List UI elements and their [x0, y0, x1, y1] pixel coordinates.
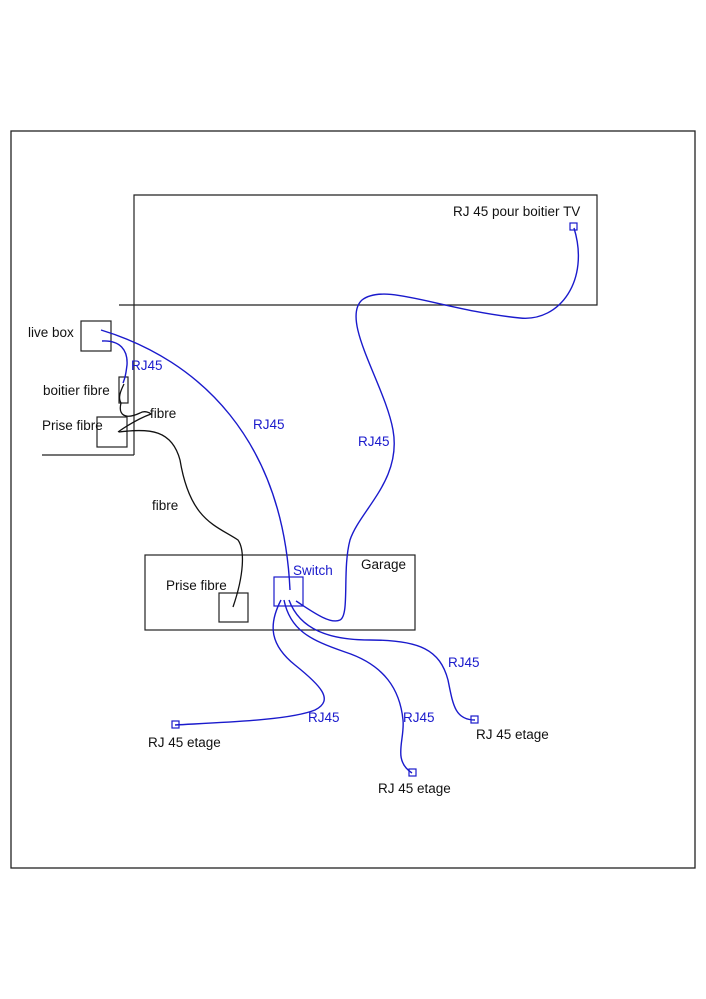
- cable-switch-to-tv[interactable]: [295, 227, 579, 622]
- cable-switch-to-tv-label: RJ45: [358, 434, 390, 449]
- live-box-device[interactable]: [80, 320, 112, 352]
- switch-label: Switch: [293, 563, 333, 578]
- cable-switch-to-etage-right-label: RJ45: [448, 655, 480, 670]
- rj45-jack-icon[interactable]: [470, 715, 479, 724]
- cable-livebox-to-boitier-label: RJ45: [131, 358, 163, 373]
- jack-etage-left[interactable]: RJ 45 etage: [148, 720, 221, 750]
- cable-switch-to-etage-left[interactable]: [174, 599, 325, 726]
- jack-tv[interactable]: RJ 45 pour boitier TV: [453, 204, 580, 231]
- boitier-fibre[interactable]: boitier fibre: [43, 376, 129, 404]
- prise-fibre-main-device[interactable]: [96, 416, 128, 448]
- cable-prise-to-garage-fibre[interactable]: [118, 429, 244, 608]
- prise-fibre-main-label: Prise fibre: [42, 418, 103, 433]
- live-box[interactable]: live box: [28, 320, 112, 352]
- cable-switch-to-etage-right[interactable]: [288, 599, 476, 721]
- jack-etage-left-label: RJ 45 etage: [148, 735, 221, 750]
- cable-switch-to-etage-left-label: RJ45: [308, 710, 340, 725]
- cable-livebox-to-switch[interactable]: [100, 329, 291, 591]
- rj45-jack-icon[interactable]: [408, 768, 417, 777]
- jack-etage-right[interactable]: RJ 45 etage: [470, 715, 549, 742]
- cable-boitier-to-prise-fibre[interactable]: [117, 402, 153, 433]
- boitier-fibre-label: boitier fibre: [43, 383, 110, 398]
- garage-room: Garage: [144, 554, 416, 631]
- plan-border: [10, 130, 696, 869]
- garage-outline: [144, 554, 416, 631]
- live-box-label: live box: [28, 325, 74, 340]
- upper-room: [42, 194, 598, 456]
- boitier-fibre-device[interactable]: [118, 376, 129, 404]
- prise-fibre-garage-label: Prise fibre: [166, 578, 227, 593]
- rj45-jack-icon[interactable]: [171, 720, 180, 729]
- jack-etage-middle-label: RJ 45 etage: [378, 781, 451, 796]
- jack-etage-middle[interactable]: RJ 45 etage: [378, 768, 451, 796]
- cable-switch-to-etage-middle-label: RJ45: [403, 710, 435, 725]
- upper-room-walls: [119, 194, 598, 455]
- rj45-jack-icon[interactable]: [569, 222, 578, 231]
- prise-fibre-main[interactable]: Prise fibre: [42, 416, 128, 448]
- switch-device[interactable]: [273, 576, 304, 607]
- cable-prise-to-garage-fibre-label: fibre: [152, 498, 178, 513]
- prise-fibre-garage-device[interactable]: [218, 592, 249, 623]
- cable-boitier-to-prise-fibre-label: fibre: [150, 406, 176, 421]
- prise-fibre-garage[interactable]: Prise fibre: [166, 578, 249, 623]
- cable-livebox-to-boitier[interactable]: [101, 340, 128, 384]
- fibre-inside-boitier: [118, 383, 125, 404]
- cable-livebox-to-switch-label: RJ45: [253, 417, 285, 432]
- jack-tv-label: RJ 45 pour boitier TV: [453, 204, 580, 219]
- garage-label: Garage: [361, 557, 406, 572]
- cable-switch-to-etage-middle[interactable]: [283, 599, 413, 774]
- jack-etage-right-label: RJ 45 etage: [476, 727, 549, 742]
- switch[interactable]: Switch: [273, 563, 333, 607]
